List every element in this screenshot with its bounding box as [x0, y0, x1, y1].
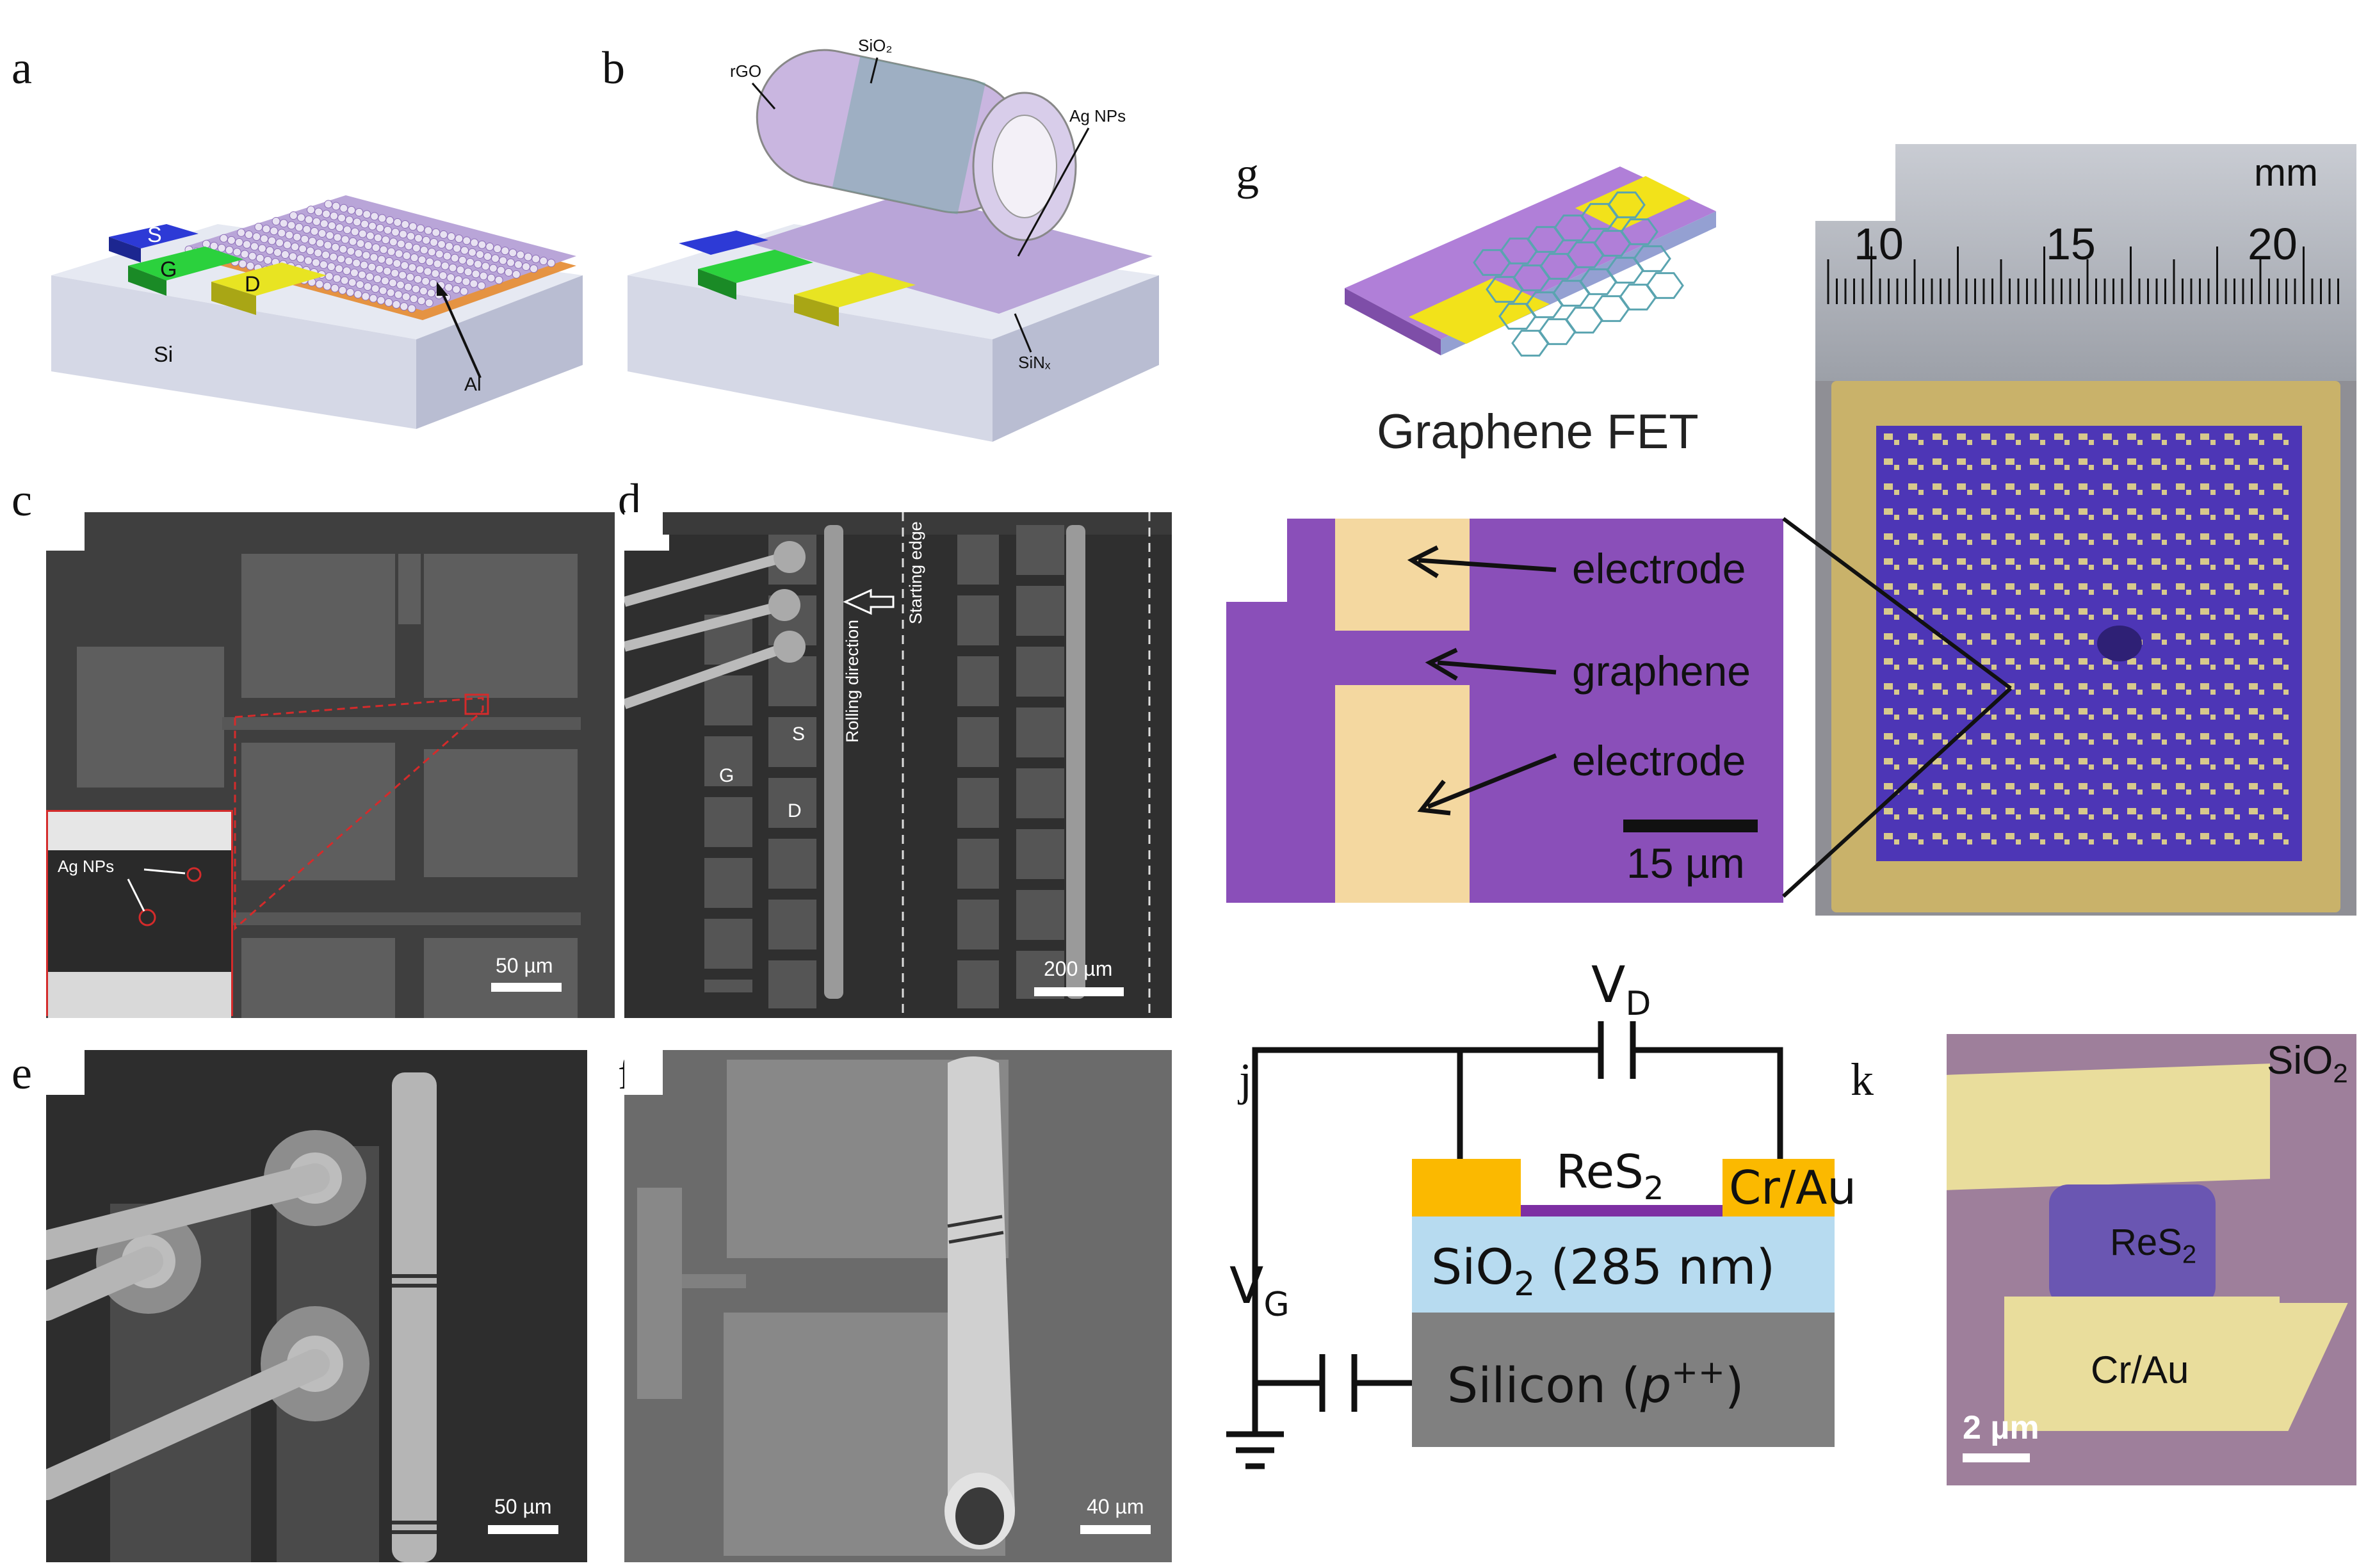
vg-sub: G	[1263, 1286, 1289, 1324]
starting-edge-label: Starting edge	[906, 521, 925, 624]
scale-bar-i: 15 µm	[1626, 839, 1745, 887]
scale-bar-k	[1963, 1453, 2030, 1462]
silicon-label: Silicon (	[1447, 1357, 1641, 1414]
panel-letter-a: a	[12, 42, 32, 93]
panel-letter-j: j	[1239, 1054, 1252, 1105]
svg-text:Silicon (p++): Silicon (p++)	[1447, 1354, 1744, 1414]
oxide-label: SiO	[1431, 1238, 1514, 1295]
inset-zoom: Ag NPs	[46, 810, 233, 1018]
drain-label: D	[245, 272, 261, 296]
graphene-fet-caption: Graphene FET	[1377, 405, 1699, 459]
agnps-label: Ag NPs	[1069, 106, 1126, 125]
rgo-label: rGO	[730, 61, 761, 81]
panel-letter-b: b	[602, 42, 625, 93]
k-crau-label: Cr/Au	[2091, 1348, 2189, 1391]
panel-g-schematic: Graphene FET	[1345, 166, 1716, 459]
k-res2-sub: 2	[2182, 1240, 2197, 1269]
gate-label: G	[160, 257, 177, 282]
electrode-bottom-label: electrode	[1572, 737, 1746, 784]
silicon-p: p	[1640, 1357, 1671, 1414]
inset-agnps-label: Ag NPs	[58, 857, 115, 876]
ruler-20: 20	[2248, 219, 2298, 269]
vd-label: V	[1591, 957, 1625, 1014]
k-res2-text: ReS	[2110, 1222, 2182, 1263]
oxide-sub: 2	[1514, 1265, 1535, 1304]
panel-letter-e: e	[12, 1047, 32, 1099]
silicon-sup: ++	[1671, 1354, 1725, 1391]
graphene-label: graphene	[1572, 647, 1751, 695]
svg-text:VD: VD	[1591, 957, 1651, 1023]
sinx-label: SiNₓ	[1018, 353, 1051, 372]
panel-j-schematic: VD VG ReS2 Cr/Au SiO2 (285 nm) Silicon (…	[1226, 957, 1856, 1469]
k-res2-label: ReS2	[2110, 1221, 2196, 1270]
k-sio2-sub: 2	[2333, 1058, 2348, 1088]
panel-h-photo: 10 15 20 mm	[1815, 144, 2356, 916]
al-label: Al	[464, 374, 482, 395]
scale-bar-f: 40 µm	[1087, 1495, 1144, 1518]
panel-k-optical: SiO2 ReS2 Cr/Au 2 µm	[1947, 1034, 2356, 1485]
oxide-rest: (285 nm)	[1535, 1238, 1775, 1295]
ruler-unit: mm	[2254, 151, 2318, 194]
panel-a-schematic: S G D Si Al	[51, 195, 583, 429]
k-sio2-label: SiO2	[2267, 1038, 2348, 1088]
substrate-label: Si	[154, 343, 173, 367]
source-label: S	[147, 223, 162, 247]
scale-bar-c: 50 µm	[496, 954, 553, 977]
panel-e-sem: 50 µm	[46, 1050, 587, 1562]
scale-bar-k-label: 2 µm	[1963, 1409, 2039, 1446]
vd-sub: D	[1625, 985, 1651, 1023]
label-s: S	[792, 723, 806, 745]
panel-letter-g: g	[1236, 148, 1259, 199]
crau-label: Cr/Au	[1729, 1161, 1856, 1215]
electrode-top-label: electrode	[1572, 545, 1746, 592]
res2-label: ReS	[1556, 1145, 1644, 1199]
panel-i-optical: electrode graphene electrode 15 µm	[1226, 519, 1783, 903]
panel-c-sem: Ag NPs 50 µm	[46, 512, 615, 1018]
silicon-end: )	[1725, 1357, 1744, 1414]
vg-label: V	[1229, 1257, 1263, 1315]
sio2-label: SiO₂	[858, 36, 892, 55]
label-d: D	[788, 800, 802, 821]
ruler: 10 15 20 mm	[1815, 144, 2356, 381]
ruler-15: 15	[2046, 219, 2096, 269]
res2-sub: 2	[1644, 1170, 1664, 1207]
ruler-10: 10	[1854, 219, 1904, 269]
scale-bar-d: 200 µm	[1044, 957, 1113, 980]
panel-d-sem: Rolling direction Starting edge S G D 20…	[624, 512, 1172, 1018]
svg-text:VG: VG	[1229, 1257, 1290, 1324]
svg-text:ReS2: ReS2	[1556, 1145, 1664, 1207]
label-g: G	[719, 765, 734, 786]
zoom-callout-lines	[1781, 517, 2013, 898]
k-sio2-text: SiO	[2267, 1039, 2333, 1083]
scale-bar-e: 50 µm	[494, 1495, 552, 1518]
rolling-direction-label: Rolling direction	[843, 619, 862, 743]
svg-text:SiO2 (285 nm): SiO2 (285 nm)	[1431, 1238, 1775, 1304]
panel-letter-k: k	[1851, 1054, 1874, 1105]
panel-b-schematic: rGO SiO₂ Ag NPs SiNₓ	[628, 36, 1159, 442]
panel-letter-c: c	[12, 474, 32, 526]
panel-f-sem: 40 µm	[624, 1050, 1172, 1562]
